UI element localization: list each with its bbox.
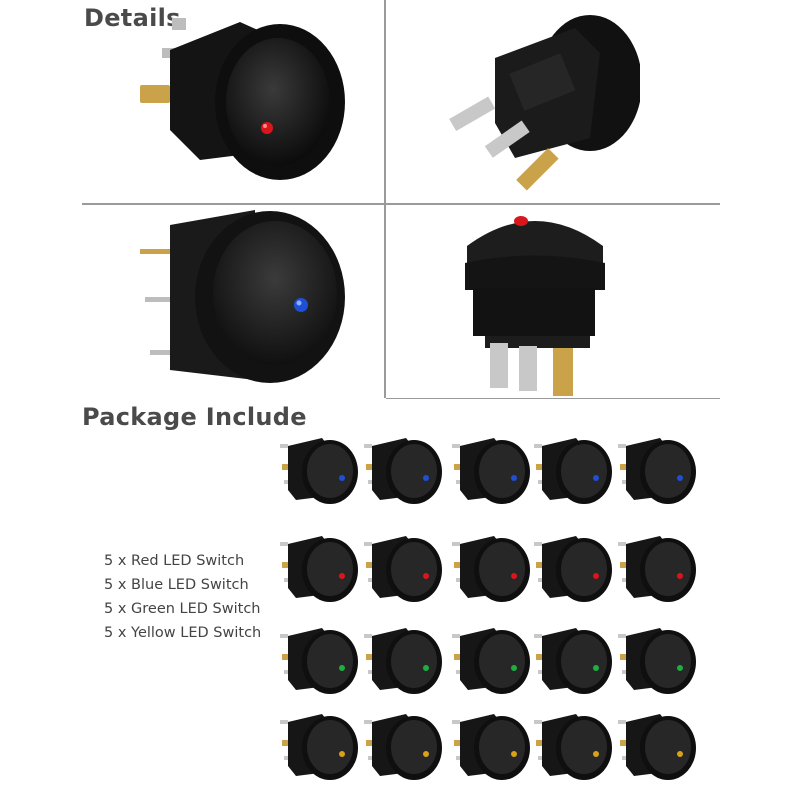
- yellow-led-switch-photo: [532, 710, 616, 786]
- horizontal-divider-middle: [82, 203, 720, 205]
- package-item-red: 5 x Red LED Switch: [104, 553, 245, 569]
- package-item-blue: 5 x Blue LED Switch: [104, 577, 249, 593]
- red-led-switch-photo: [532, 532, 616, 608]
- red-led-switch-photo: [278, 532, 362, 608]
- yellow-led-switch-photo: [362, 710, 446, 786]
- package-heading: Package Include: [82, 403, 307, 431]
- red-led-switch-photo: [362, 532, 446, 608]
- package-row-green: [270, 624, 710, 704]
- switch-front-red-led-photo: [130, 10, 360, 200]
- blue-led-switch-photo: [616, 434, 700, 510]
- red-led-switch-photo: [450, 532, 534, 608]
- switch-profile-red-led-photo: [455, 208, 615, 398]
- yellow-led-switch-photo: [616, 710, 700, 786]
- blue-led-switch-photo: [532, 434, 616, 510]
- red-led-switch-photo: [616, 532, 700, 608]
- package-switch-grid: [270, 426, 710, 796]
- package-row-yellow: [270, 710, 710, 790]
- blue-led-switch-photo: [450, 434, 534, 510]
- horizontal-divider-bottom: [386, 398, 720, 399]
- switch-back-terminals-photo: [440, 8, 640, 198]
- blue-led-switch-photo: [362, 434, 446, 510]
- package-row-blue: [270, 434, 710, 514]
- switch-side-blue-led-photo: [135, 205, 355, 395]
- green-led-switch-photo: [450, 624, 534, 700]
- blue-led-switch-photo: [278, 434, 362, 510]
- green-led-switch-photo: [278, 624, 362, 700]
- green-led-switch-photo: [616, 624, 700, 700]
- package-item-yellow: 5 x Yellow LED Switch: [104, 625, 262, 641]
- vertical-divider: [384, 0, 386, 398]
- yellow-led-switch-photo: [278, 710, 362, 786]
- yellow-led-switch-photo: [450, 710, 534, 786]
- details-heading: Details: [84, 4, 181, 32]
- package-item-green: 5 x Green LED Switch: [104, 601, 261, 617]
- green-led-switch-photo: [532, 624, 616, 700]
- green-led-switch-photo: [362, 624, 446, 700]
- package-row-red: [270, 532, 710, 612]
- package-contents-list: 5 x Red LED Switch 5 x Blue LED Switch 5…: [104, 549, 261, 645]
